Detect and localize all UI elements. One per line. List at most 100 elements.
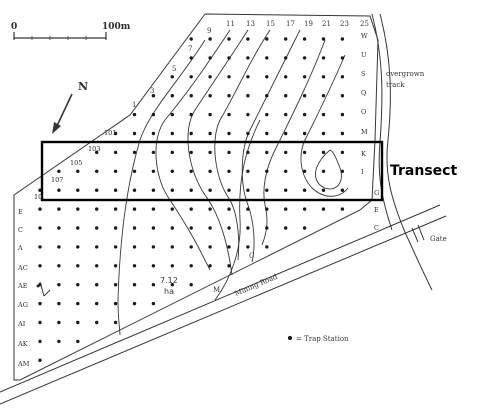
mining-road-edge-1 <box>0 204 441 393</box>
gate-label: Gate <box>430 235 447 243</box>
trap-station-dot <box>227 188 231 192</box>
trap-station-dot <box>284 37 288 41</box>
trap-station-dot <box>151 226 156 230</box>
trap-station-dot <box>208 264 212 268</box>
trap-station-dot <box>246 245 250 249</box>
trap-station-dot <box>246 207 250 211</box>
trap-station-dot <box>38 264 42 268</box>
trap-station-dot <box>151 150 156 155</box>
trap-station-dot <box>170 188 174 192</box>
trap-station-dot <box>284 188 288 192</box>
trap-station-dot <box>302 207 307 211</box>
trap-station-dot <box>57 207 61 211</box>
trap-station-dot <box>189 37 193 41</box>
row-label: E <box>374 206 379 214</box>
trap-station-dot <box>227 169 231 173</box>
trap-station-dot <box>227 131 231 136</box>
trap-station-dot <box>321 207 326 211</box>
trap-station-dot <box>151 94 156 98</box>
legend: = Trap Station <box>287 335 349 343</box>
trap-station-dot <box>132 301 137 306</box>
trap-station-dot <box>170 283 174 287</box>
trap-station-dot <box>76 188 80 192</box>
trap-station-dot <box>321 56 326 60</box>
trap-station-dot <box>76 264 80 268</box>
trap-station-dot <box>208 188 212 192</box>
trap-station-dot <box>132 150 137 155</box>
trap-station-dot <box>132 112 137 117</box>
trap-station-dot <box>302 169 307 173</box>
row-label: I <box>361 168 364 176</box>
trap-station-dot <box>189 283 193 287</box>
trap-station-dot <box>132 226 137 230</box>
column-label: 13 <box>246 20 255 28</box>
trap-station-dot <box>113 226 118 230</box>
trap-station-dot <box>265 37 269 41</box>
trap-station-dot <box>57 339 61 344</box>
trap-station-dot <box>76 207 80 211</box>
trap-station-dot <box>95 320 99 325</box>
trap-station-dot <box>208 169 212 173</box>
trap-station-dot <box>38 207 42 211</box>
trap-station-dot <box>57 188 61 192</box>
trap-station-dot <box>227 150 231 155</box>
trap-station-dot <box>246 131 250 136</box>
column-label: 7 <box>188 45 192 53</box>
trap-station-dot <box>132 207 137 211</box>
row-labels-right: W U S Q O M K I G E C <box>361 32 379 232</box>
row-label: U <box>361 51 367 59</box>
trap-station-dot <box>340 94 345 98</box>
scale-bar: 0 100m <box>11 22 131 40</box>
area-unit: ha <box>164 287 174 296</box>
trap-station-dot <box>208 150 212 155</box>
trap-station-dot <box>189 150 193 155</box>
trap-station-dot <box>76 283 80 287</box>
row-label: 10 <box>34 193 42 201</box>
trap-station-dot <box>76 169 80 173</box>
trap-station-dot <box>302 131 307 136</box>
trap-station-dot <box>265 150 269 155</box>
trap-station-dot <box>170 245 174 249</box>
column-label: 11 <box>226 20 235 28</box>
trap-station-dot <box>170 169 174 173</box>
trap-station-dot <box>113 150 118 155</box>
trap-station-dot <box>284 75 288 79</box>
row-label: AM <box>17 360 30 368</box>
trap-station-dot <box>76 301 80 306</box>
trap-station-dot <box>76 226 80 230</box>
trap-station-dot <box>246 169 250 173</box>
trap-station-dot <box>227 94 231 98</box>
trap-station-dot <box>321 150 326 155</box>
trap-station-dot <box>302 56 307 60</box>
trap-station-dot <box>321 75 326 79</box>
trap-station-dot <box>151 112 156 117</box>
trap-station-dot <box>340 188 345 192</box>
trap-station-dot <box>321 37 326 41</box>
trap-station-dot <box>265 188 269 192</box>
trap-station-dot <box>57 264 61 268</box>
trap-station-dot <box>321 131 326 136</box>
trap-station-dot <box>113 283 118 287</box>
scale-start-label: 0 <box>11 22 17 32</box>
trap-station-dot <box>76 339 80 344</box>
trap-station-dot <box>113 188 118 192</box>
trap-station-dot <box>284 56 288 60</box>
trap-station-dot <box>340 37 345 41</box>
column-labels: 1 3 5 7 9 11 13 15 17 19 21 23 25 <box>132 20 369 109</box>
trap-station-dot <box>57 320 61 325</box>
trap-station-dot <box>189 226 193 230</box>
row-label: M <box>361 128 368 136</box>
trap-station-dot <box>246 94 250 98</box>
row-label: 107 <box>51 176 63 184</box>
trap-station-dot <box>340 112 345 117</box>
trap-station-dot <box>95 226 99 230</box>
trap-station-dot <box>227 226 231 230</box>
trap-station-dot <box>265 131 269 136</box>
trap-station-dot <box>265 169 269 173</box>
trap-station-dot <box>227 75 231 79</box>
trap-station-dot <box>340 75 345 79</box>
row-label: Q <box>361 89 366 97</box>
contour-label: C <box>249 252 254 260</box>
trap-station-dot <box>208 131 212 136</box>
